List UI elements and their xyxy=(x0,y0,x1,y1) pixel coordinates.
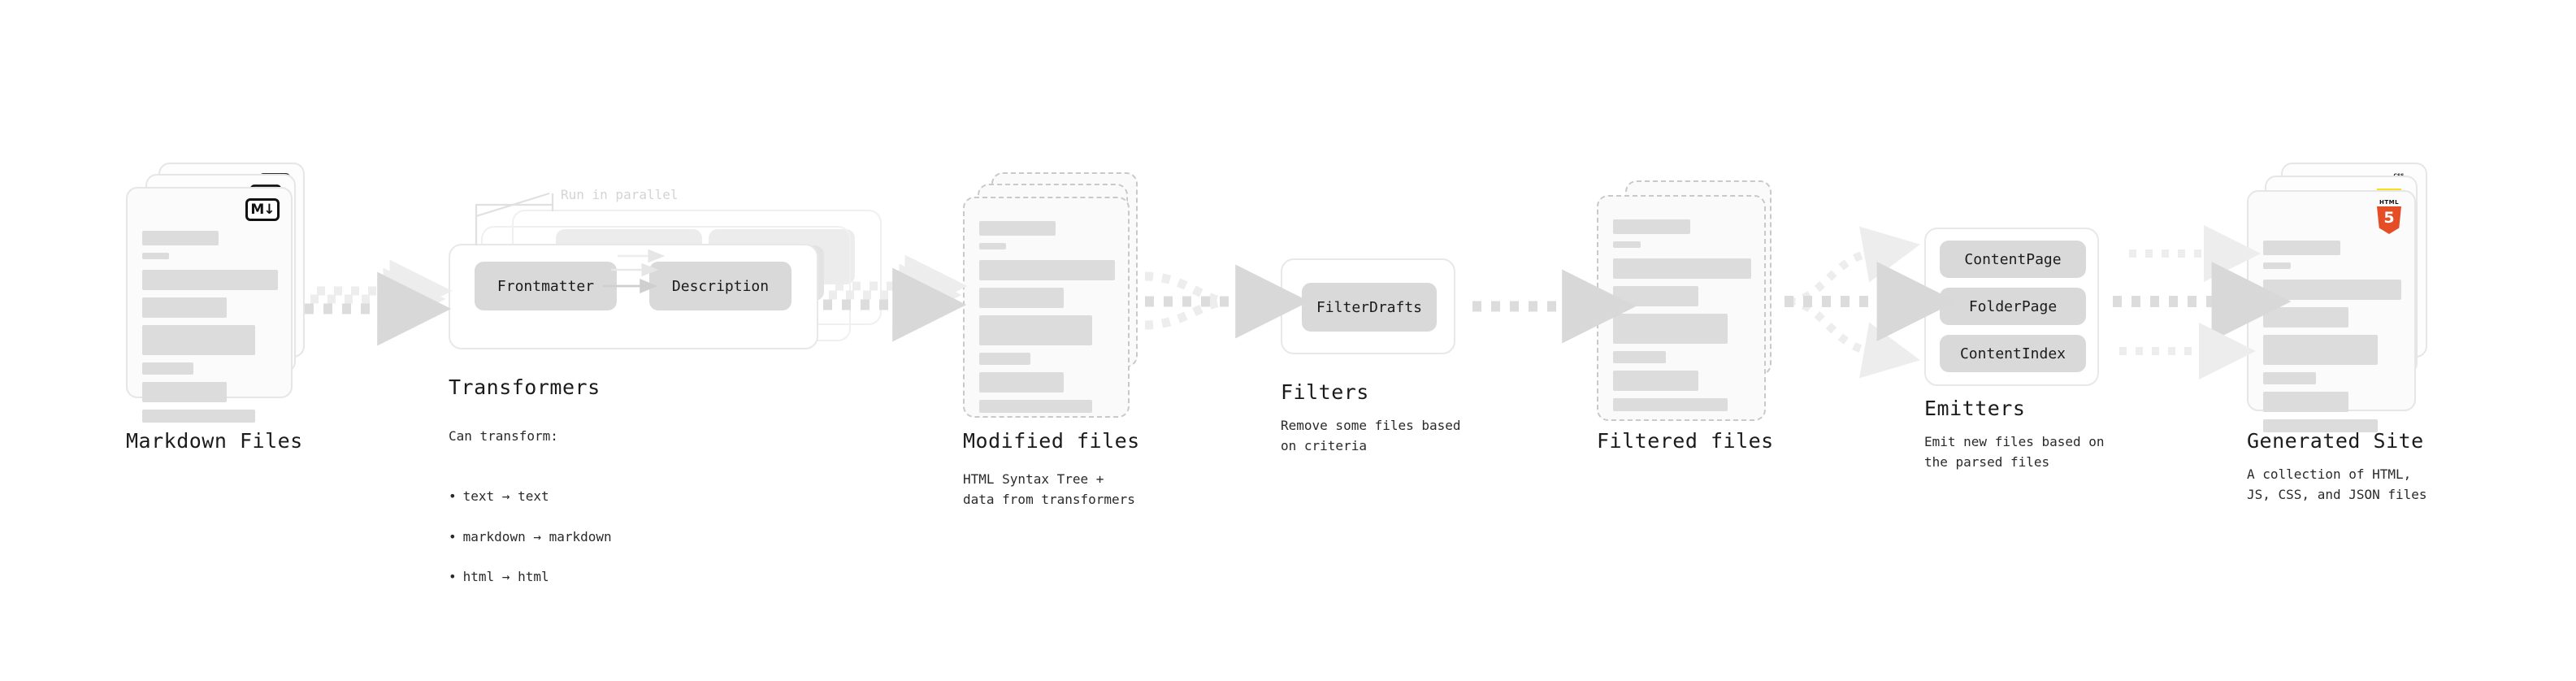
transformer-chip-description[interactable]: Description xyxy=(649,262,791,310)
filters-desc: Remove some files based on criteria xyxy=(1281,418,1461,453)
placeholder-bar xyxy=(2263,280,2401,300)
filter-chip-filterdrafts[interactable]: FilterDrafts xyxy=(1302,283,1437,332)
bullet-markdown: markdown → markdown xyxy=(449,527,612,548)
transformers-desc-head: Can transform: xyxy=(449,427,558,444)
emitters-desc: Emit new files based on the parsed files xyxy=(1924,434,2105,470)
placeholder-bar xyxy=(2263,372,2316,384)
placeholder-bar xyxy=(1613,241,1641,248)
placeholder-bar xyxy=(2263,335,2379,365)
placeholder-bar xyxy=(979,221,1056,236)
card-placeholder-lines xyxy=(2263,241,2401,440)
placeholder-bar xyxy=(1613,314,1728,344)
arrow-markdown-to-transformers xyxy=(305,259,453,346)
bullet-html: html → html xyxy=(449,567,612,588)
transformers-title: Transformers xyxy=(449,375,601,399)
transformer-panel-front: Frontmatter Description xyxy=(449,244,818,349)
placeholder-bar xyxy=(2263,307,2349,327)
card-placeholder-lines xyxy=(142,231,278,430)
filters-title: Filters xyxy=(1281,380,1369,404)
markdown-card-front: M↓ xyxy=(126,187,293,423)
filters-node: FilterDrafts xyxy=(1281,258,1455,354)
placeholder-bar xyxy=(142,253,170,259)
markdown-badge-icon: M↓ xyxy=(245,198,280,221)
placeholder-bar xyxy=(142,410,255,423)
card-placeholder-lines xyxy=(979,221,1115,420)
placeholder-bar xyxy=(2263,419,2379,432)
card-placeholder-lines xyxy=(1613,219,1751,419)
placeholder-bar xyxy=(1613,219,1691,234)
emitter-chip-contentpage[interactable]: ContentPage xyxy=(1940,241,2086,278)
arrow-emitters-to-generated xyxy=(2113,225,2292,380)
placeholder-bar xyxy=(979,400,1092,413)
emitter-chip-folderpage[interactable]: FolderPage xyxy=(1940,288,2086,325)
generated-site-title: Generated Site xyxy=(2247,429,2424,453)
placeholder-bar xyxy=(1613,258,1751,279)
placeholder-bar xyxy=(979,372,1064,393)
filtered-card-front xyxy=(1597,195,1766,421)
modified-files-title: Modified files xyxy=(963,429,1140,453)
placeholder-bar xyxy=(142,231,219,245)
placeholder-bar xyxy=(979,353,1031,365)
placeholder-bar xyxy=(2263,241,2341,255)
markdown-files-title: Markdown Files xyxy=(126,429,303,453)
placeholder-bar xyxy=(142,297,227,318)
placeholder-bar xyxy=(142,362,194,375)
bullet-text: text → text xyxy=(449,487,612,507)
placeholder-bar xyxy=(1613,351,1666,363)
emitters-title: Emitters xyxy=(1924,397,2026,420)
transformers-bullet-list: text → text markdown → markdown html → h… xyxy=(449,466,612,608)
placeholder-bar xyxy=(1613,398,1728,411)
placeholder-bar xyxy=(142,270,278,290)
filtered-files-title: Filtered files xyxy=(1597,429,1774,453)
arrow-modified-to-filters xyxy=(1144,264,1310,339)
arrow-filtered-to-emitters xyxy=(1785,226,1957,379)
placeholder-bar xyxy=(2263,392,2349,412)
transformers-desc: Can transform: text → text markdown → ma… xyxy=(449,406,612,628)
html5-badge-icon: HTML 5 xyxy=(2375,200,2403,236)
placeholder-bar xyxy=(979,288,1064,308)
placeholder-bar xyxy=(1613,286,1699,306)
emitters-node: ContentPage FolderPage ContentIndex xyxy=(1924,228,2099,386)
emitter-chip-contentindex[interactable]: ContentIndex xyxy=(1940,335,2086,372)
placeholder-bar xyxy=(979,243,1007,249)
placeholder-bar xyxy=(142,382,227,402)
modified-files-desc: HTML Syntax Tree + data from transformer… xyxy=(963,471,1135,507)
transformer-chip-frontmatter[interactable]: Frontmatter xyxy=(475,262,617,310)
placeholder-bar xyxy=(142,325,255,355)
run-in-parallel-label: Run in parallel xyxy=(561,187,679,202)
placeholder-bar xyxy=(979,315,1092,345)
modified-card-front xyxy=(963,197,1130,418)
placeholder-bar xyxy=(2263,262,2291,269)
placeholder-bar xyxy=(979,260,1115,280)
generated-site-desc: A collection of HTML, JS, CSS, and JSON … xyxy=(2247,466,2427,502)
generated-card-front: HTML 5 xyxy=(2247,190,2416,432)
placeholder-bar xyxy=(1613,371,1699,391)
